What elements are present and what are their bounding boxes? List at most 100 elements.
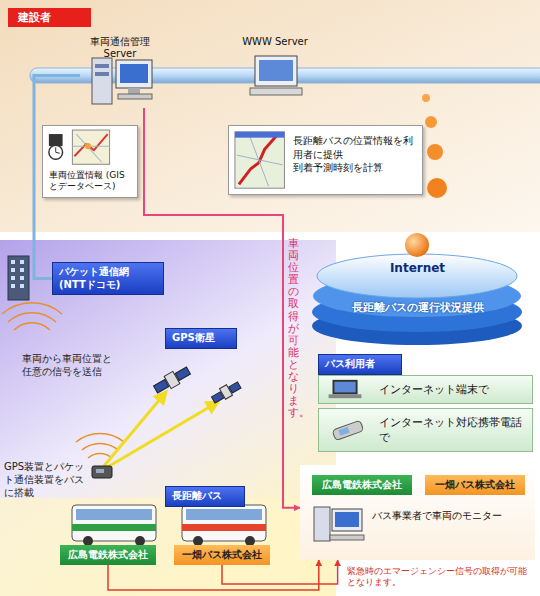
vehicle-region	[0, 240, 336, 596]
server-computer-part	[128, 88, 140, 94]
node-text: 長距離バス	[172, 490, 238, 503]
monitor-icon-part	[330, 535, 364, 540]
internet-cloud-part	[317, 254, 517, 298]
office-building-part	[20, 268, 24, 272]
server-computer-part	[92, 58, 112, 104]
free-label: 車両から車両位置と任意の信号を送信	[22, 352, 114, 378]
bus-part	[186, 509, 262, 520]
edge-label: 車両位置の取得が可能となります。	[288, 238, 299, 419]
diagram-node: インターネット端末で	[318, 375, 533, 404]
bus-part	[182, 505, 266, 541]
gps-signal	[104, 392, 218, 468]
radio-waves-part	[14, 323, 50, 330]
node-text: 広島電鉄株式会社	[65, 548, 151, 562]
server-computer-part	[116, 60, 152, 88]
node-text: 到着予測時刻を計算	[293, 161, 416, 175]
radio-waves-part	[2, 303, 62, 314]
www-computer-part	[259, 60, 293, 81]
www-computer-part	[250, 88, 302, 95]
server-computer	[92, 58, 152, 104]
office-building-part	[20, 276, 24, 280]
node-text: 長距離バスの位置情報を利用者に提供	[293, 134, 416, 161]
diagram-node: 車両位置情報 (GISとデータベース)	[42, 125, 138, 198]
bus-part	[182, 524, 266, 531]
bus-part	[76, 509, 152, 520]
node-text: WWW Server	[226, 36, 324, 48]
office-building-part	[11, 260, 15, 264]
diagram-node: 一畑バス株式会社	[425, 475, 525, 495]
diagram-node: 長距離バス	[165, 486, 245, 507]
bubbles	[422, 94, 447, 198]
diagram-node: バス利用者	[318, 354, 402, 375]
bus	[72, 505, 156, 546]
diagram-node: GPS衛星	[165, 328, 237, 349]
monitor-icon-part	[314, 507, 330, 541]
radio-waves-part	[82, 443, 118, 450]
gps-satellite-part	[175, 367, 190, 380]
monitor-icon-part	[335, 512, 359, 527]
server-computer-part	[95, 72, 109, 76]
server-computer-part	[120, 64, 148, 83]
vehicle-region-part	[0, 498, 300, 596]
builder-ground-part	[0, 0, 540, 232]
diagram-node: 建設者車両通信管理 Server WWW Server 車両位置情報 (GISとデー…	[0, 0, 540, 232]
map-thumbnail-part	[235, 132, 284, 138]
diagram-node: 長距離バスの位置情報を利用者に提供到着予測時刻を計算	[228, 125, 423, 195]
callout-icons-part	[85, 143, 91, 149]
node-text: 建設者	[8, 8, 91, 27]
node-text: 車両通信管理 Server	[80, 36, 160, 60]
gps-signal-part	[104, 392, 166, 466]
server-computer-part	[118, 94, 152, 99]
gps-device	[92, 466, 112, 478]
free-label: GPS装置とパケット通信装置をバスに搭載	[4, 460, 90, 499]
office-building-part	[20, 260, 24, 264]
www-computer-part	[255, 56, 297, 86]
node-text: 長距離バスの運行状況提供	[352, 300, 484, 315]
vehicle-region-part	[0, 240, 336, 596]
node-text: 広島電鉄株式会社	[317, 478, 407, 492]
bubbles-part	[422, 94, 430, 102]
diagram-node: Internet 長距離バスの運行状況提供	[310, 232, 525, 347]
office-building-part	[11, 284, 15, 288]
callout-icons-part	[49, 134, 63, 146]
gps-satellite	[152, 364, 192, 395]
diagram-node: 一畑バス株式会社	[174, 545, 270, 565]
office-building-part	[11, 268, 15, 272]
gps-satellite-part	[154, 380, 169, 393]
bus	[182, 505, 266, 546]
diagram-node: 広島電鉄株式会社	[60, 545, 156, 565]
gps-device-part	[96, 469, 104, 473]
edge-label: 緊急時のエマージェンシー信号の取得が可能となります。	[345, 566, 537, 589]
bubbles-part	[427, 178, 447, 198]
node-text: Internet	[390, 261, 445, 275]
radio-waves-part	[76, 433, 124, 442]
node-text: GPS衛星	[172, 332, 230, 345]
office-building-part	[8, 256, 29, 300]
builder-ground	[0, 0, 540, 232]
node-text: バス事業者で車両のモニター	[372, 509, 527, 523]
callout-icons-part	[56, 147, 60, 153]
radio-waves-part	[88, 453, 112, 458]
laptop-icon-part	[333, 380, 358, 394]
diagram-node: バス事業者で車両のモニター 広島電鉄株式会社 一畑バス株式会社	[300, 465, 535, 560]
diagram-node: 広島電鉄株式会社	[312, 475, 412, 495]
callout-icons-part	[72, 130, 109, 164]
diagram-node: 車両通信管理 Server	[80, 36, 160, 108]
node-text: 一畑バス株式会社	[179, 548, 265, 562]
phone-icon	[319, 409, 532, 451]
map-thumbnail-part	[235, 132, 284, 188]
radio-waves-part	[8, 313, 56, 322]
connector	[144, 108, 300, 508]
laptop-icon-part	[329, 394, 362, 398]
node-text: 一畑バス株式会社	[430, 478, 520, 492]
phone-icon-part	[332, 420, 364, 440]
gps-signal-part	[106, 402, 218, 468]
office-building	[8, 256, 29, 300]
internet-cloud	[310, 232, 525, 347]
diagram-node: WWW Server	[226, 36, 324, 92]
node-text: バス利用者	[325, 358, 395, 371]
office-building-part	[11, 276, 15, 280]
gps-device-part	[92, 466, 112, 478]
